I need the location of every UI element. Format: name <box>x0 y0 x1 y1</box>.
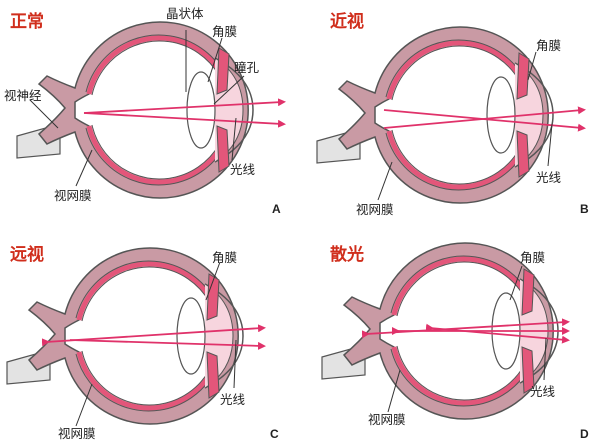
label-cornea: 角膜 <box>212 250 237 265</box>
light-ray <box>83 112 286 128</box>
panel-astigmatism: 散光 角膜 光线 视网膜 D <box>322 243 589 441</box>
panel-letter: B <box>580 202 589 216</box>
panel-myopia: 近视 角膜 光线 视网膜 B <box>317 11 589 217</box>
panel-title: 远视 <box>10 244 44 265</box>
light-ray <box>425 323 570 344</box>
label-optic-nerve: 视神经 <box>4 88 42 103</box>
label-cornea: 角膜 <box>520 250 545 265</box>
label-light: 光线 <box>536 170 562 185</box>
label-retina: 视网膜 <box>356 202 394 217</box>
panel-title: 正常 <box>10 11 44 32</box>
panel-title: 散光 <box>330 244 364 265</box>
label-pupil: 瞳孔 <box>234 60 260 75</box>
label-crystalline-lens: 晶状体 <box>166 6 204 21</box>
panel-letter: C <box>270 427 279 441</box>
label-light: 光线 <box>230 162 256 177</box>
label-light: 光线 <box>220 392 246 407</box>
panel-hyperopia: 远视 角膜 光线 视网膜 C <box>7 244 279 441</box>
panel-letter: D <box>580 427 589 441</box>
panel-normal: 正常 晶状体 角膜 瞳孔 视神经 视网膜 光线 A <box>4 6 286 216</box>
label-cornea: 角膜 <box>536 38 561 53</box>
panel-letter: A <box>272 202 281 216</box>
light-ray <box>69 339 266 350</box>
label-retina: 视网膜 <box>54 188 92 203</box>
light-ray <box>383 109 586 132</box>
panel-title: 近视 <box>330 11 364 32</box>
label-light: 光线 <box>530 384 556 399</box>
label-retina: 视网膜 <box>58 426 96 441</box>
label-retina: 视网膜 <box>368 412 406 427</box>
light-ray <box>83 98 286 114</box>
label-cornea: 角膜 <box>212 24 237 39</box>
